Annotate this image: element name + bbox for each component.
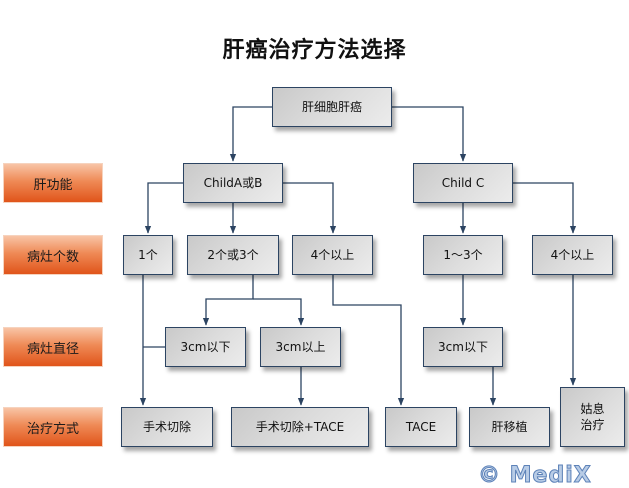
node-count-1: 1个 bbox=[123, 235, 173, 275]
node-treatment-palliative: 姑息 治疗 bbox=[560, 387, 625, 447]
link-root-childab bbox=[229, 106, 272, 162]
node-treatment-tace: TACE bbox=[385, 407, 457, 447]
link-childab-count1 bbox=[144, 182, 183, 234]
node-child-ab: ChildA或B bbox=[183, 163, 283, 203]
node-count-4plus-right: 4个以上 bbox=[532, 235, 613, 275]
link-root-childc bbox=[392, 106, 467, 162]
row-label-lesion-count: 病灶个数 bbox=[3, 235, 103, 275]
link-count4-tace bbox=[332, 275, 405, 406]
palliative-line-1: 姑息 bbox=[580, 401, 605, 416]
node-treatment-resection: 手术切除 bbox=[121, 407, 213, 447]
link-count23-over3 bbox=[253, 298, 305, 326]
diagram-title: 肝癌治疗方法选择 bbox=[222, 37, 407, 63]
node-count-2-3: 2个或3个 bbox=[187, 235, 279, 275]
node-diameter-under-3cm-left: 3cm以下 bbox=[165, 327, 246, 367]
link-childc-count4r bbox=[513, 182, 577, 234]
node-diameter-over-3cm: 3cm以上 bbox=[260, 327, 341, 367]
row-label-lesion-diameter: 病灶直径 bbox=[3, 327, 103, 367]
medix-watermark: © MediX bbox=[478, 463, 592, 488]
node-treatment-transplant: 肝移植 bbox=[469, 407, 550, 447]
palliative-line-2: 治疗 bbox=[580, 418, 605, 432]
row-label-liver-function: 肝功能 bbox=[3, 163, 103, 203]
node-diameter-under-3cm-right: 3cm以下 bbox=[423, 327, 503, 367]
node-count-4plus-left: 4个以上 bbox=[292, 235, 373, 275]
link-count23-split bbox=[202, 275, 254, 326]
link-childab-count4 bbox=[283, 182, 337, 234]
node-count-1-3: 1～3个 bbox=[423, 235, 503, 275]
node-root-hcc: 肝细胞肝癌 bbox=[272, 87, 392, 127]
node-child-c: Child C bbox=[413, 163, 513, 203]
row-label-treatment: 治疗方式 bbox=[3, 407, 103, 447]
node-treatment-resection-tace: 手术切除+TACE bbox=[231, 407, 369, 447]
